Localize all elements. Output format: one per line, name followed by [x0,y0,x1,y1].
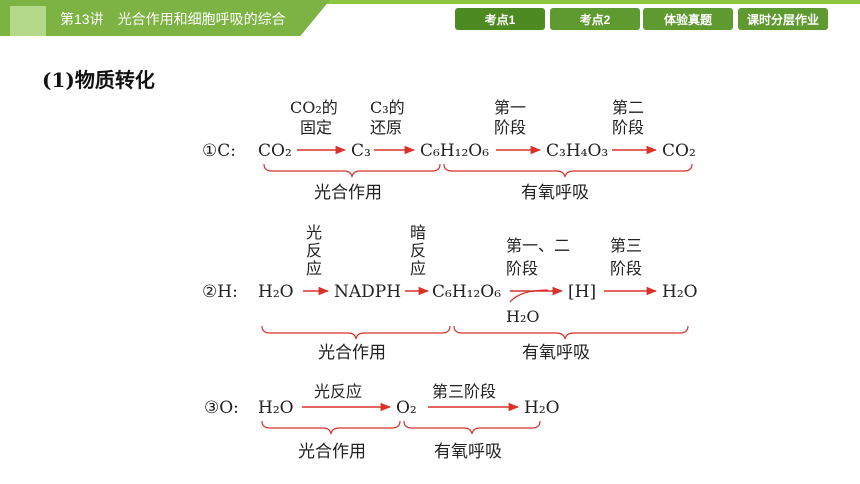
carbon-species-glucose: C₆H₁₂O₆ [420,141,489,161]
carbon-step-label-3a: 第一 [494,98,526,117]
hydrogen-species-h: [H] [568,282,596,302]
hydrogen-brace-respiration [453,325,689,340]
material-conversion-diagram: ①C: CO₂ CO₂的 固定 C₃ C₃的 还原 C₆H₁₂O₆ 第一 阶段 … [0,90,860,484]
oxygen-species-water-start: H₂O [258,398,294,418]
oxygen-step-label-1: 光反应 [314,382,362,401]
hydrogen-step-label-4a: 第三 [610,236,642,255]
carbon-step-label-2a: C₃的 [370,98,405,117]
carbon-step-label-2b: 还原 [370,118,402,137]
hydrogen-step-label-3b: 阶段 [506,259,538,278]
hydrogen-step-label-4b: 阶段 [610,259,642,278]
hydrogen-step-label-1c: 应 [306,259,322,278]
carbon-species-c3: C₃ [351,141,371,161]
lesson-title: 第13讲 光合作用和细胞呼吸的综合 [60,11,286,27]
hydrogen-step-label-2c: 应 [410,259,426,278]
hydrogen-group-respiration: 有氧呼吸 [522,343,590,363]
carbon-group-respiration: 有氧呼吸 [521,183,589,203]
nav-button-exam-questions[interactable]: 体验真题 [643,8,733,30]
carbon-species-pyruvate: C₃H₄O₃ [546,141,608,161]
section-heading: (1)物质转化 [42,68,155,92]
carbon-brace-respiration [443,163,693,178]
hydrogen-species-glucose: C₆H₁₂O₆ [432,282,501,302]
top-bar: 第13讲 光合作用和细胞呼吸的综合 考点1 考点2 体验真题 课时分层作业 [0,0,860,38]
hydrogen-species-water-end: H₂O [662,282,698,302]
carbon-step-label-1a: CO₂的 [290,98,338,117]
oxygen-step-label-2: 第三阶段 [432,382,496,401]
carbon-marker: ①C: [202,141,236,161]
hydrogen-species-nadph: NADPH [334,282,401,302]
top-bar-stripe [0,0,860,4]
hydrogen-step-label-3a: 第一、二 [506,236,570,255]
hydrogen-species-water-start: H₂O [258,282,294,302]
hydrogen-row: ②H: H₂O 光 反 应 NADPH 暗 反 应 C₆H₁₂O₆ 第一、二 阶… [202,223,698,363]
diagram-canvas: ①C: CO₂ CO₂的 固定 C₃ C₃的 还原 C₆H₁₂O₆ 第一 阶段 … [202,98,698,462]
carbon-step-label-1b: 固定 [300,118,332,137]
oxygen-species-o2: O₂ [396,398,417,418]
carbon-species-co2-end: CO₂ [662,141,696,161]
lesson-title-tab [0,0,330,36]
hydrogen-side-input-water: H₂O [506,307,539,326]
carbon-step-label-4a: 第二 [612,98,644,117]
oxygen-brace-respiration [403,420,541,435]
oxygen-brace-photosynthesis [261,420,401,435]
oxygen-marker: ③O: [204,398,239,418]
oxygen-species-water-end: H₂O [524,398,560,418]
oxygen-group-respiration: 有氧呼吸 [434,442,502,462]
hydrogen-step-label-2b: 反 [410,241,426,260]
carbon-group-photosynthesis: 光合作用 [314,183,382,203]
hydrogen-group-photosynthesis: 光合作用 [318,343,386,363]
oxygen-row: ③O: H₂O 光反应 O₂ 第三阶段 H₂O 光合作用 有氧呼吸 [204,382,560,462]
hydrogen-step-label-2a: 暗 [410,223,426,242]
hydrogen-step-label-1a: 光 [306,223,322,242]
nav-button-homework[interactable]: 课时分层作业 [738,8,828,30]
carbon-brace-photosynthesis [263,163,441,178]
carbon-step-label-3b: 阶段 [494,118,526,137]
nav-button-topic-1[interactable]: 考点1 [455,8,545,30]
carbon-row: ①C: CO₂ CO₂的 固定 C₃ C₃的 还原 C₆H₁₂O₆ 第一 阶段 … [202,98,696,203]
hydrogen-marker: ②H: [202,282,238,302]
oxygen-group-photosynthesis: 光合作用 [298,442,366,462]
nav-button-topic-2[interactable]: 考点2 [550,8,640,30]
carbon-step-label-4b: 阶段 [612,118,644,137]
carbon-species-co2-start: CO₂ [258,141,292,161]
hydrogen-brace-photosynthesis [261,325,451,340]
title-accent-block [10,6,46,36]
hydrogen-water-input-curve [509,289,549,303]
hydrogen-step-label-1b: 反 [306,241,322,260]
